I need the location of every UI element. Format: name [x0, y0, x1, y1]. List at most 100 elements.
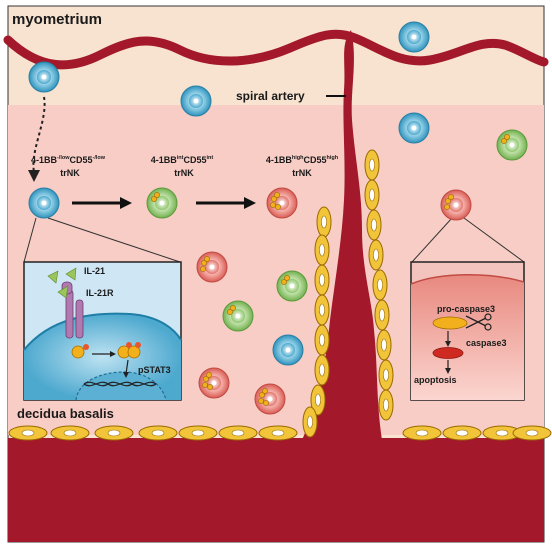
phosphate-icon [83, 344, 89, 350]
granule-icon [259, 392, 265, 398]
arterial-lining-cells [302, 149, 394, 438]
il21-ligand-icon [57, 285, 69, 299]
granule-icon [284, 275, 290, 281]
granule-icon [270, 202, 276, 208]
decidua-basalis-label: decidua basalis [17, 406, 114, 421]
zoom-line-left-b [47, 217, 181, 263]
nk-cell-green [222, 300, 254, 332]
pro-caspase3-label: pro-caspase3 [437, 304, 495, 314]
endothelial-cell [378, 359, 394, 391]
il21-signaling-inset: IL-21 IL-21R pSTAT3 [23, 261, 182, 401]
granule-icon [448, 194, 454, 200]
decidual-cell [138, 425, 178, 441]
granule-icon [258, 398, 264, 404]
pro-caspase3-icon [432, 316, 468, 330]
svg-text:trNK: trNK [292, 168, 312, 178]
endothelial-cell [364, 149, 380, 181]
decidual-cell [218, 425, 258, 441]
decidual-cell [258, 425, 298, 441]
granule-icon [263, 400, 269, 406]
svg-text:trNK: trNK [174, 168, 194, 178]
scissors-icon [465, 313, 492, 331]
stage-label-2: 4-1BBintCD55int trNK [151, 155, 214, 178]
nk-cell-green [496, 129, 528, 161]
nk-cell-myometrium [28, 61, 60, 93]
nk-cell-stage-1 [28, 187, 60, 219]
granule-icon [230, 305, 236, 311]
decidual-cell [8, 425, 48, 441]
granule-icon [206, 372, 212, 378]
progression-arrow-1 [72, 197, 132, 209]
basal-artery [8, 438, 544, 542]
nk-cell-red [254, 383, 286, 415]
granule-icon [262, 388, 268, 394]
stat3-icon [71, 345, 85, 359]
il21-label: IL-21 [84, 266, 105, 276]
apoptosis-inset: pro-caspase3 caspase3 apoptosis [410, 261, 525, 401]
myometrium-label: myometrium [12, 11, 102, 28]
decidual-cell [512, 425, 552, 441]
granule-icon [281, 279, 287, 285]
endothelial-cell [302, 406, 318, 438]
granule-icon [275, 204, 281, 210]
nk-cell-blue [398, 112, 430, 144]
nk-cell-apoptotic [440, 189, 472, 221]
endothelial-cell [314, 354, 330, 386]
endothelial-cell [372, 269, 388, 301]
nk-cell-red [198, 367, 230, 399]
decidual-cell [94, 425, 134, 441]
endothelial-cell [314, 324, 330, 356]
endothelial-cell [376, 329, 392, 361]
svg-text:4-1BBintCD55int: 4-1BBintCD55int [151, 155, 214, 165]
endothelial-cell [366, 209, 382, 241]
endothelial-cell [374, 299, 390, 331]
nk-cell-green [276, 270, 308, 302]
granule-icon [227, 309, 233, 315]
caspase3-label: caspase3 [466, 338, 507, 348]
granule-icon [271, 196, 277, 202]
stage-label-1: 4-1BB-/lowCD55-/low trNK [31, 155, 106, 178]
il21-ligand-icon [47, 270, 59, 284]
decidual-cell [178, 425, 218, 441]
zoom-line-right-b [463, 217, 525, 263]
nk-cell-stage-3 [266, 187, 298, 219]
granule-icon [202, 382, 208, 388]
stage-label-3: 4-1BBhighCD55high trNK [266, 155, 339, 178]
granule-icon [504, 134, 510, 140]
decidual-cell-row [8, 425, 552, 441]
endothelial-cell [364, 179, 380, 211]
apoptosis-label: apoptosis [414, 375, 457, 385]
zoom-line-left-a [23, 217, 37, 263]
migration-arrowhead [28, 170, 40, 182]
granule-icon [274, 192, 280, 198]
il21-ligand-icon [65, 267, 77, 281]
svg-text:4-1BBhighCD55high: 4-1BBhighCD55high [266, 155, 339, 165]
granule-icon [204, 256, 210, 262]
granule-icon [207, 384, 213, 390]
granule-icon [154, 192, 160, 198]
endothelial-cell [314, 234, 330, 266]
il21r-label: IL-21R [86, 288, 114, 298]
decidual-cell [50, 425, 90, 441]
pstat3-label: pSTAT3 [138, 365, 171, 375]
zoom-line-right-a [411, 217, 453, 263]
granule-icon [151, 196, 157, 202]
progression-arrow-2 [196, 197, 256, 209]
spiral-artery-trunk [302, 30, 382, 440]
granule-icon [203, 376, 209, 382]
endothelial-cell [314, 264, 330, 296]
cells-layer [28, 21, 528, 415]
endothelial-cell [310, 384, 326, 416]
decidual-cell [442, 425, 482, 441]
nk-cell-stage-2 [146, 187, 178, 219]
myometrial-vessel [3, 29, 549, 70]
granule-icon [501, 138, 507, 144]
endothelial-cell [316, 206, 332, 238]
granule-icon [200, 266, 206, 272]
decidual-cell [402, 425, 442, 441]
nk-cell-red [196, 251, 228, 283]
granule-icon [444, 204, 450, 210]
svg-text:trNK: trNK [60, 168, 80, 178]
